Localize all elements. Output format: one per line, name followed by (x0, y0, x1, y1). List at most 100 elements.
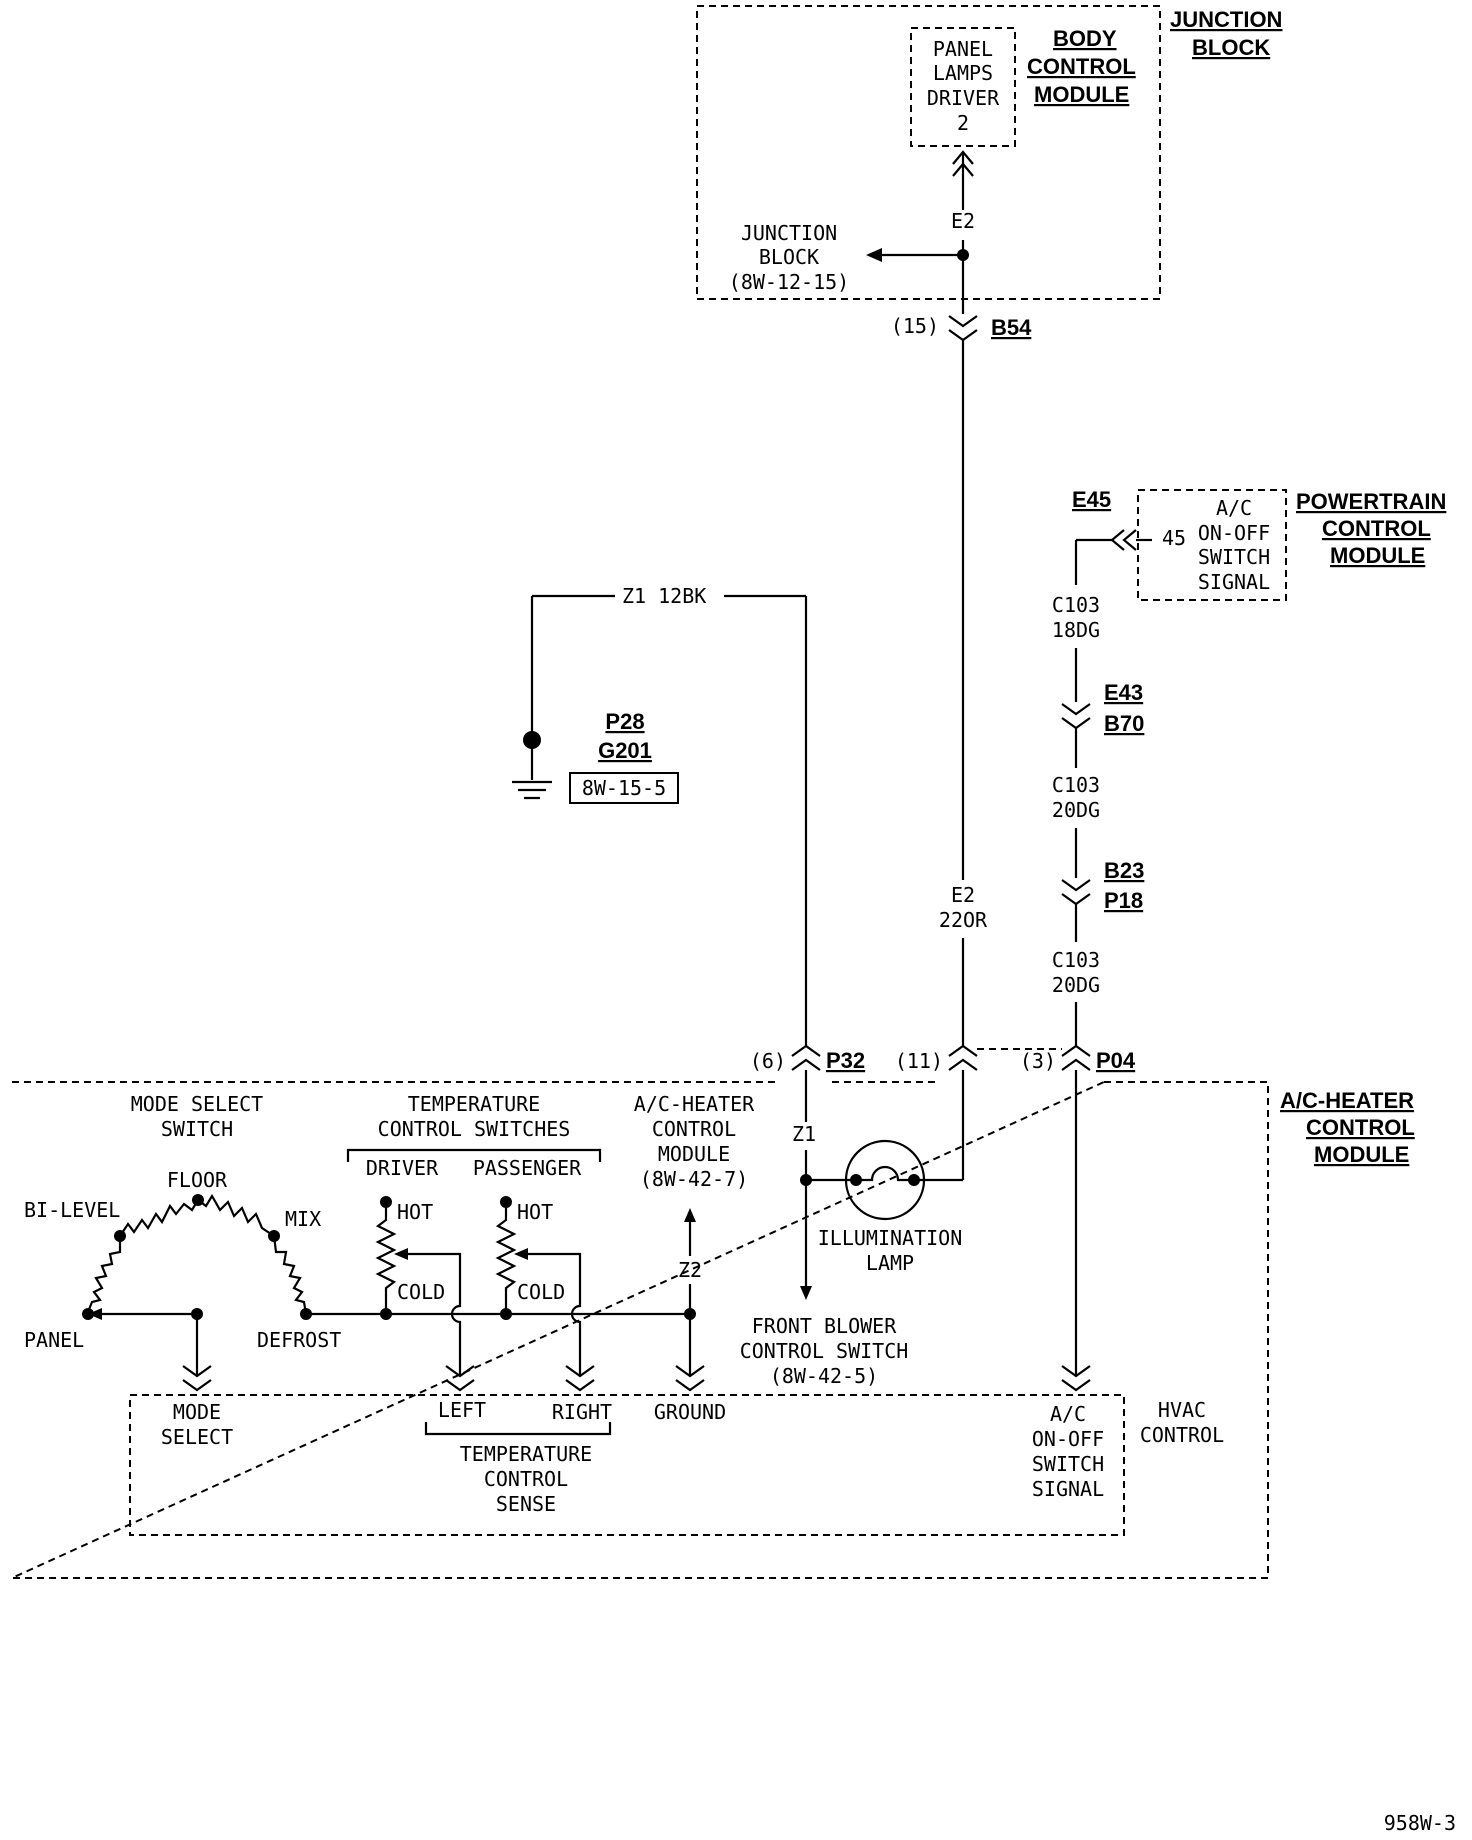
arrow-icon (394, 1248, 408, 1260)
junction-block-title: JUNCTION (1170, 7, 1282, 32)
pin-3: (3) (1020, 1049, 1056, 1073)
blower-switch-ref: CONTROL SWITCH (740, 1339, 909, 1363)
mode-defrost-label: DEFROST (257, 1328, 341, 1352)
ac-heater-module-title: CONTROL (1306, 1115, 1415, 1140)
ground-ref-box (569, 772, 679, 804)
hvac-control-box (129, 1394, 1125, 1536)
e45-connector-symbol (1110, 529, 1137, 551)
wire-z1-label: Z1 12BK (622, 584, 706, 608)
b23-p18-connector-symbol (1061, 879, 1091, 906)
wire-gauge-label: 18DG (1052, 618, 1100, 642)
ac-heater-module-title: MODULE (1314, 1142, 1409, 1167)
module-ref-label: MODULE (658, 1142, 730, 1166)
sense-left-label: LEFT (438, 1398, 486, 1422)
pcm-signal-box (1137, 489, 1287, 601)
panel-lamps-driver-label: LAMPS (933, 61, 993, 85)
wire-c103-label: C103 (1052, 773, 1100, 797)
ac-heater-module-outline (11, 1081, 1269, 1579)
temp-sense-label: SENSE (496, 1492, 556, 1516)
connector-b23: B23 (1104, 858, 1144, 883)
arrow-icon (514, 1248, 528, 1260)
illumination-lamp-label: LAMP (866, 1251, 914, 1275)
panel-lamps-driver-label: DRIVER (927, 86, 1000, 110)
b54-connector-symbol (948, 315, 978, 342)
left-sense-connector-symbol (445, 1365, 475, 1392)
pin-11-connector-symbol (948, 1044, 978, 1071)
wire-z1-module-label: Z1 (792, 1122, 816, 1146)
hvac-control-label: HVAC (1158, 1398, 1206, 1422)
powertrain-control-module: E45 45 A/C ON-OFF SWITCH SIGNAL POWERTRA… (1072, 487, 1446, 601)
mode-select-input-label: MODE (173, 1400, 221, 1424)
temp-sense-label: TEMPERATURE (460, 1442, 592, 1466)
mode-floor-node (192, 1194, 204, 1206)
ground-input-label: GROUND (654, 1400, 726, 1424)
mode-mix-label: MIX (285, 1207, 321, 1231)
blower-switch-ref: (8W-42-5) (770, 1364, 878, 1388)
mode-panel-label: PANEL (24, 1328, 84, 1352)
mode-bilevel-node (114, 1230, 126, 1242)
lamp-filament (856, 1165, 914, 1182)
pin-11: (11) (895, 1049, 943, 1073)
wire-z2-label: Z2 (678, 1258, 702, 1282)
pin-15: (15) (891, 314, 939, 338)
passenger-hot-label: HOT (517, 1200, 553, 1224)
mode-mix-node (268, 1230, 280, 1242)
temp-driver-label: DRIVER (366, 1156, 439, 1180)
mode-floor-label: FLOOR (167, 1168, 228, 1192)
ground-point (523, 731, 541, 749)
figure-id: 958W-3 (1384, 1811, 1456, 1835)
illumination-lamp-label: ILLUMINATION (818, 1226, 963, 1250)
junction-block: JUNCTION BLOCK BODY CONTROL MODULE PANEL… (696, 5, 1282, 342)
ground-circuit: Z1 12BK P28 G201 8W-15-5 (512, 584, 808, 1046)
junction-block-ref: (8W-12-15) (729, 270, 849, 294)
junction-block-title: BLOCK (1192, 35, 1270, 60)
mode-select-switch-label: SWITCH (161, 1117, 233, 1141)
arrow-icon (684, 1208, 696, 1222)
p04-connector-symbol (1061, 1044, 1091, 1071)
pcm-signal-label: A/C (1216, 496, 1252, 520)
ac-signal-input-label: A/C (1050, 1402, 1086, 1426)
temp-switch-label: TEMPERATURE (408, 1092, 540, 1116)
pcm-title: MODULE (1330, 543, 1425, 568)
pcm-signal-label: SIGNAL (1198, 570, 1270, 594)
connector-e45: E45 (1072, 487, 1111, 512)
blower-switch-ref: FRONT BLOWER (752, 1314, 897, 1338)
connector-p18: P18 (1104, 888, 1143, 913)
driver-cold-label: COLD (397, 1280, 445, 1304)
ground-ref: 8W-15-5 (582, 776, 666, 800)
ac-heater-control-module: A/C-HEATER CONTROL MODULE MODE SELECT SW… (11, 1070, 1415, 1579)
connector-p32: P32 (826, 1048, 865, 1073)
ac-signal-connector-symbol (1061, 1365, 1091, 1392)
temp-sense-label: CONTROL (484, 1467, 568, 1491)
module-connectors: (6) P32 (11) (3) P04 (750, 1044, 1136, 1073)
ground-g201: G201 (598, 738, 652, 763)
pcm-signal-label: ON-OFF (1198, 521, 1270, 545)
driver-hot-label: HOT (397, 1200, 433, 1224)
sense-right-label: RIGHT (552, 1400, 612, 1424)
bcm-title: BODY (1053, 26, 1117, 51)
arrow-icon (866, 248, 882, 262)
ac-signal-wire: C103 18DG E43 B70 C103 20DG B23 P18 C103… (1052, 538, 1144, 1046)
pcm-title: POWERTRAIN (1296, 489, 1446, 514)
mode-bi-level-label: BI-LEVEL (24, 1198, 120, 1222)
wire-e2-gauge: 22OR (939, 908, 988, 932)
wire-c103-label: C103 (1052, 948, 1100, 972)
wire-gauge-label: 20DG (1052, 973, 1100, 997)
junction-block-ref: BLOCK (759, 245, 819, 269)
module-ref-label: A/C-HEATER (634, 1092, 755, 1116)
resistor-floor-mix (197, 1193, 275, 1237)
ground-connector-symbol (675, 1365, 705, 1392)
ac-signal-input-label: ON-OFF (1032, 1427, 1104, 1451)
bcm-title: MODULE (1034, 82, 1129, 107)
panel-lamps-driver-box (910, 27, 1016, 147)
arrow-icon (800, 1286, 812, 1300)
e43-b70-connector-symbol (1061, 703, 1091, 730)
resistor-panel-bilevel (86, 1236, 122, 1313)
panel-lamps-driver-label: PANEL (933, 37, 993, 61)
temp-passenger-label: PASSENGER (473, 1156, 582, 1180)
bcm-title: CONTROL (1027, 54, 1136, 79)
pcm-pin-45: 45 (1162, 526, 1186, 550)
mode-select-connector-symbol (182, 1365, 212, 1392)
wire-e2-label: E2 (951, 209, 975, 233)
